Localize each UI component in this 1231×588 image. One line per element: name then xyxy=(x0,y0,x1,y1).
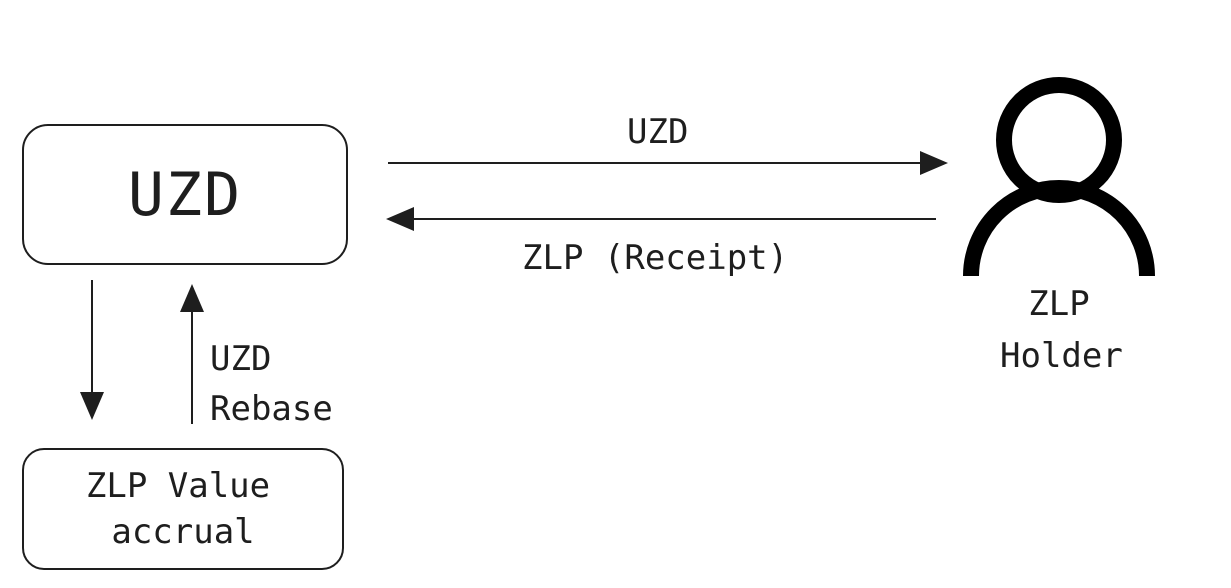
zlp-box-line2: accrual xyxy=(111,512,255,552)
arrow-accrual-to-uzd xyxy=(180,284,204,424)
holder-label-line1: ZLP xyxy=(1028,284,1090,324)
arrow-label-uzd-rebase: UZD Rebase xyxy=(210,334,333,434)
arrow-holder-to-uzd xyxy=(386,207,936,231)
zlp-box-line1: ZLP Value xyxy=(85,466,271,506)
arrow-uzd-to-holder xyxy=(388,151,948,175)
uzd-box-label: UZD xyxy=(127,159,243,230)
uzd-box: UZD xyxy=(22,124,348,265)
zlp-value-accrual-box: ZLP Value accrual xyxy=(22,448,344,570)
arrow-uzd-to-accrual xyxy=(80,280,104,420)
holder-label: ZLP Holder xyxy=(1000,278,1123,382)
holder-label-line2: Holder xyxy=(1000,336,1123,376)
arrow-label-uzd: UZD xyxy=(627,112,689,152)
rebase-label-line1: UZD xyxy=(210,339,272,379)
arrow-label-zlp-receipt: ZLP (Receipt) xyxy=(522,238,789,278)
user-icon xyxy=(963,77,1155,277)
rebase-label-line2: Rebase xyxy=(210,389,333,429)
